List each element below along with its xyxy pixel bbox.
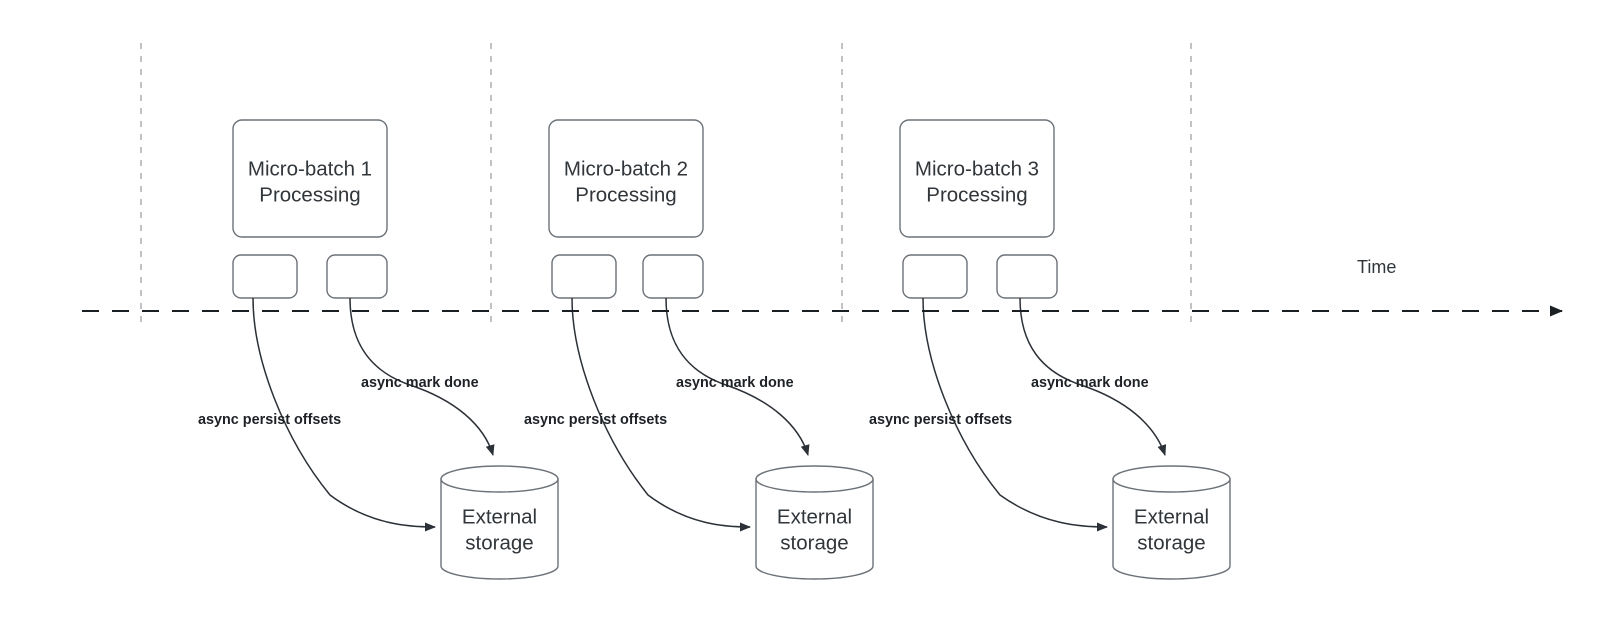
- external-storage-3[interactable]: External storage: [1112, 465, 1231, 580]
- edge-persist-2-label: async persist offsets: [524, 412, 667, 428]
- micro-batch-box-3[interactable]: [899, 119, 1055, 238]
- micro-batch-box-1[interactable]: [232, 119, 388, 238]
- task-mark-2-box[interactable]: [642, 254, 704, 299]
- micro-batch-label-line2: Processing: [259, 184, 360, 207]
- storage-label-line1: External: [462, 506, 537, 529]
- storage-cylinder-body: [440, 478, 559, 580]
- task-persist-1-box[interactable]: [232, 254, 298, 299]
- storage-cylinder-top: [440, 465, 559, 493]
- edge-mark-1-path: [349, 297, 495, 456]
- micro-batch-box-2[interactable]: [548, 119, 704, 238]
- external-storage-2[interactable]: External storage: [755, 465, 874, 580]
- micro-batch-label-line1: Micro-batch 2: [564, 158, 688, 181]
- micro-batch-label-line1: Micro-batch 1: [248, 158, 372, 181]
- edge-mark-2-label: async mark done: [676, 375, 794, 391]
- edge-persist-1-path: [252, 297, 436, 532]
- task-persist-2-box[interactable]: [551, 254, 617, 299]
- storage-cylinder-body: [755, 478, 874, 580]
- edge-persist-2-path: [571, 297, 751, 532]
- edge-mark-2-path: [665, 297, 810, 456]
- storage-label-line1: External: [1134, 506, 1209, 529]
- time-axis-label: Time: [1357, 257, 1396, 277]
- task-persist-3-box[interactable]: [902, 254, 968, 299]
- storage-label-line1: External: [777, 506, 852, 529]
- micro-batch-label-line2: Processing: [575, 184, 676, 207]
- edge-persist-1-label: async persist offsets: [198, 412, 341, 428]
- task-mark-3-box[interactable]: [996, 254, 1058, 299]
- time-axis: Time: [82, 257, 1563, 317]
- edge-persist-3-label: async persist offsets: [869, 412, 1012, 428]
- task-mark-1-box[interactable]: [326, 254, 388, 299]
- storage-cylinder-body: [1112, 478, 1231, 580]
- storage-label-line2: storage: [1137, 532, 1205, 555]
- edge-mark-3-path: [1019, 297, 1167, 456]
- storage-label-line2: storage: [780, 532, 848, 555]
- edge-persist-3-path: [922, 297, 1108, 532]
- micro-batch-label-line1: Micro-batch 3: [915, 158, 1039, 181]
- external-storage-1[interactable]: External storage: [440, 465, 559, 580]
- micro-batch-label-line2: Processing: [926, 184, 1027, 207]
- time-tick-lines: [140, 43, 1192, 326]
- edge-mark-3-label: async mark done: [1031, 375, 1149, 391]
- edge-mark-1-label: async mark done: [361, 375, 479, 391]
- storage-cylinder-top: [755, 465, 874, 493]
- storage-cylinder-top: [1112, 465, 1231, 493]
- storage-label-line2: storage: [465, 532, 533, 555]
